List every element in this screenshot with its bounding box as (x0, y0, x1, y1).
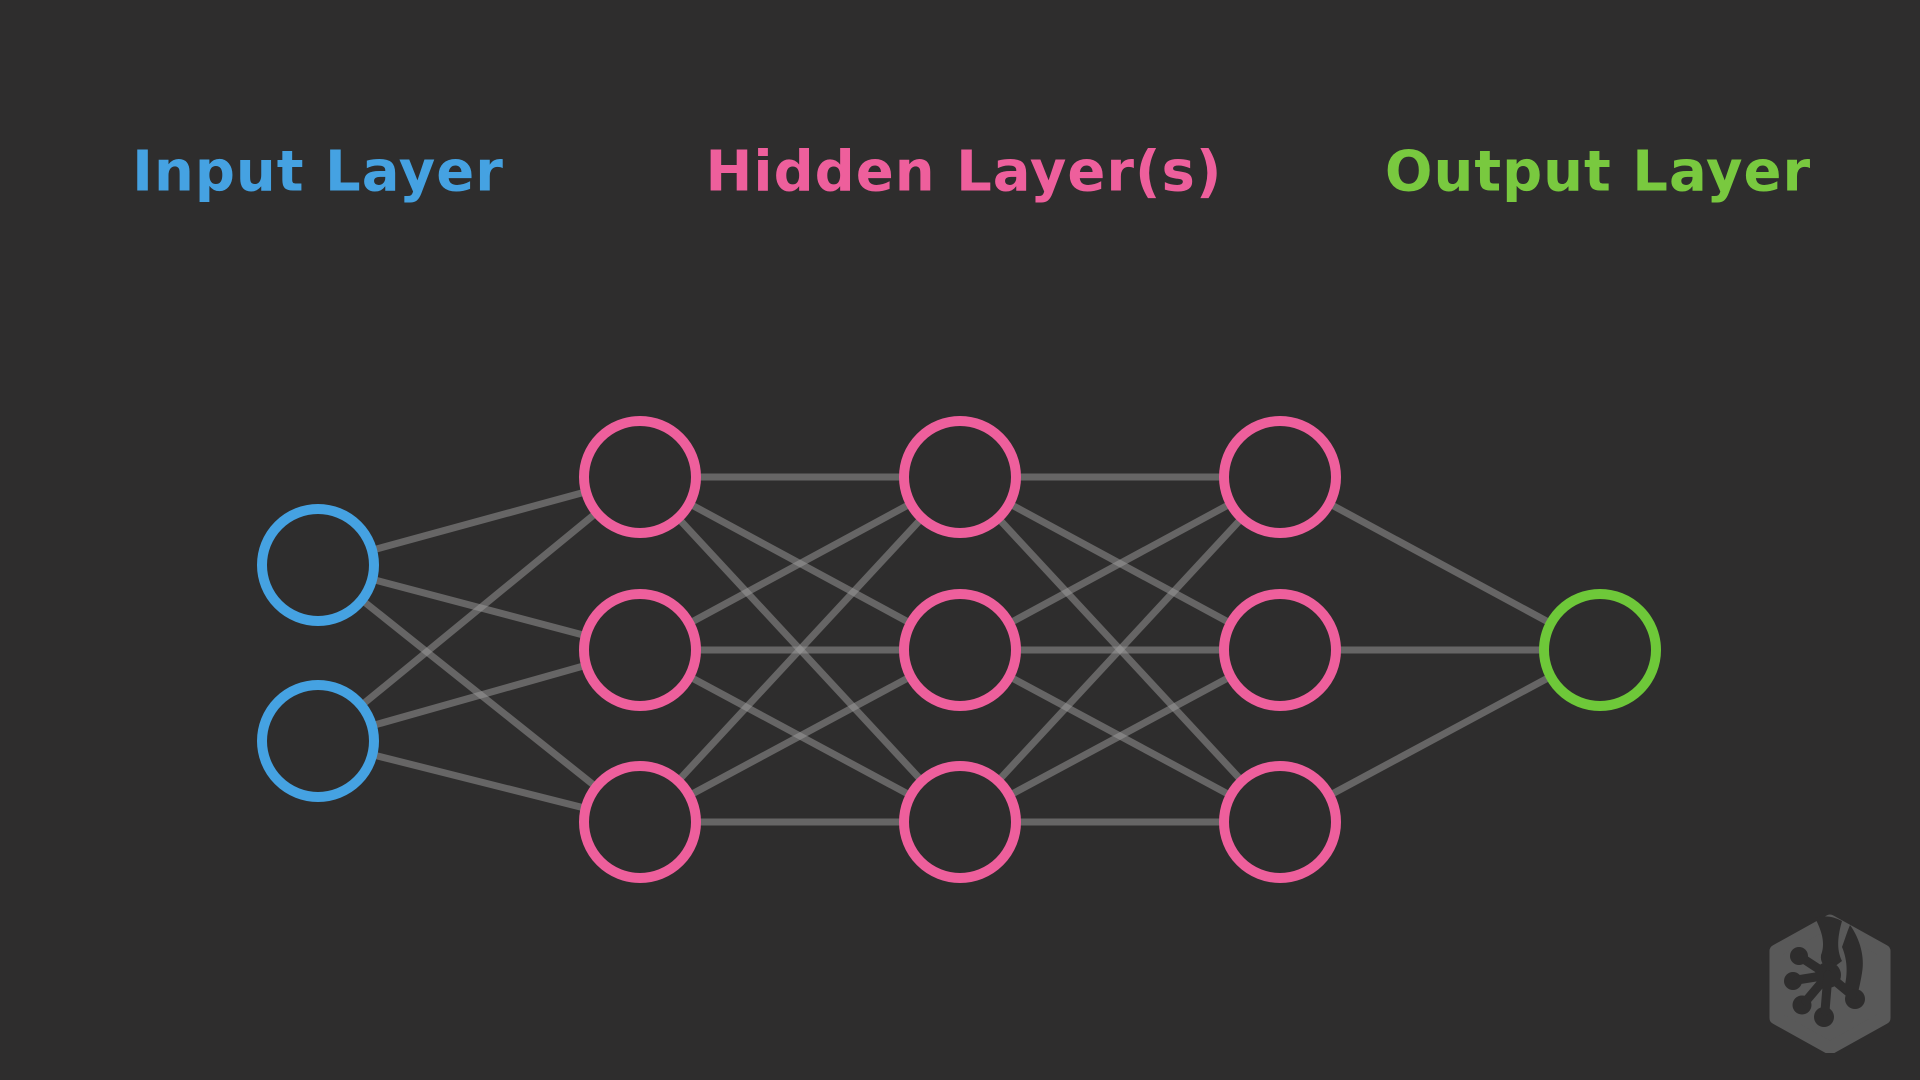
node-hidden-1-2 (579, 589, 701, 711)
node-hidden-2-2 (899, 589, 1021, 711)
node-output-1 (1539, 589, 1661, 711)
node-hidden-3-3 (1219, 761, 1341, 883)
logo-footprint-toe (1820, 970, 1833, 1016)
hexagon-frog-foot-logo (1769, 914, 1891, 1053)
node-hidden-1-3 (579, 761, 701, 883)
hidden-layer-label: Hidden Layer(s) (705, 139, 1223, 205)
node-input-1 (257, 504, 379, 626)
node-hidden-2-3 (899, 761, 1021, 883)
logo-footprint-right-channel (1842, 925, 1863, 999)
node-hidden-3-2 (1219, 589, 1341, 711)
logo-footprint-toe (1823, 970, 1857, 1000)
edge-input-2-to-hidden-1-1 (315, 474, 643, 744)
edge-hidden-1-3-to-hidden-2-1 (637, 474, 963, 825)
edge-hidden-2-3-to-hidden-3-1 (957, 474, 1283, 825)
output-layer-label: Output Layer (1384, 139, 1812, 205)
node-hidden-2-1 (899, 416, 1021, 538)
input-layer-label: Input Layer (132, 139, 504, 205)
node-hidden-3-1 (1219, 416, 1341, 538)
logo-footprint-left-channel (1815, 916, 1842, 970)
node-hidden-1-1 (579, 416, 701, 538)
logo-footprint-toes (1792, 953, 1857, 1016)
node-input-2 (257, 680, 379, 802)
